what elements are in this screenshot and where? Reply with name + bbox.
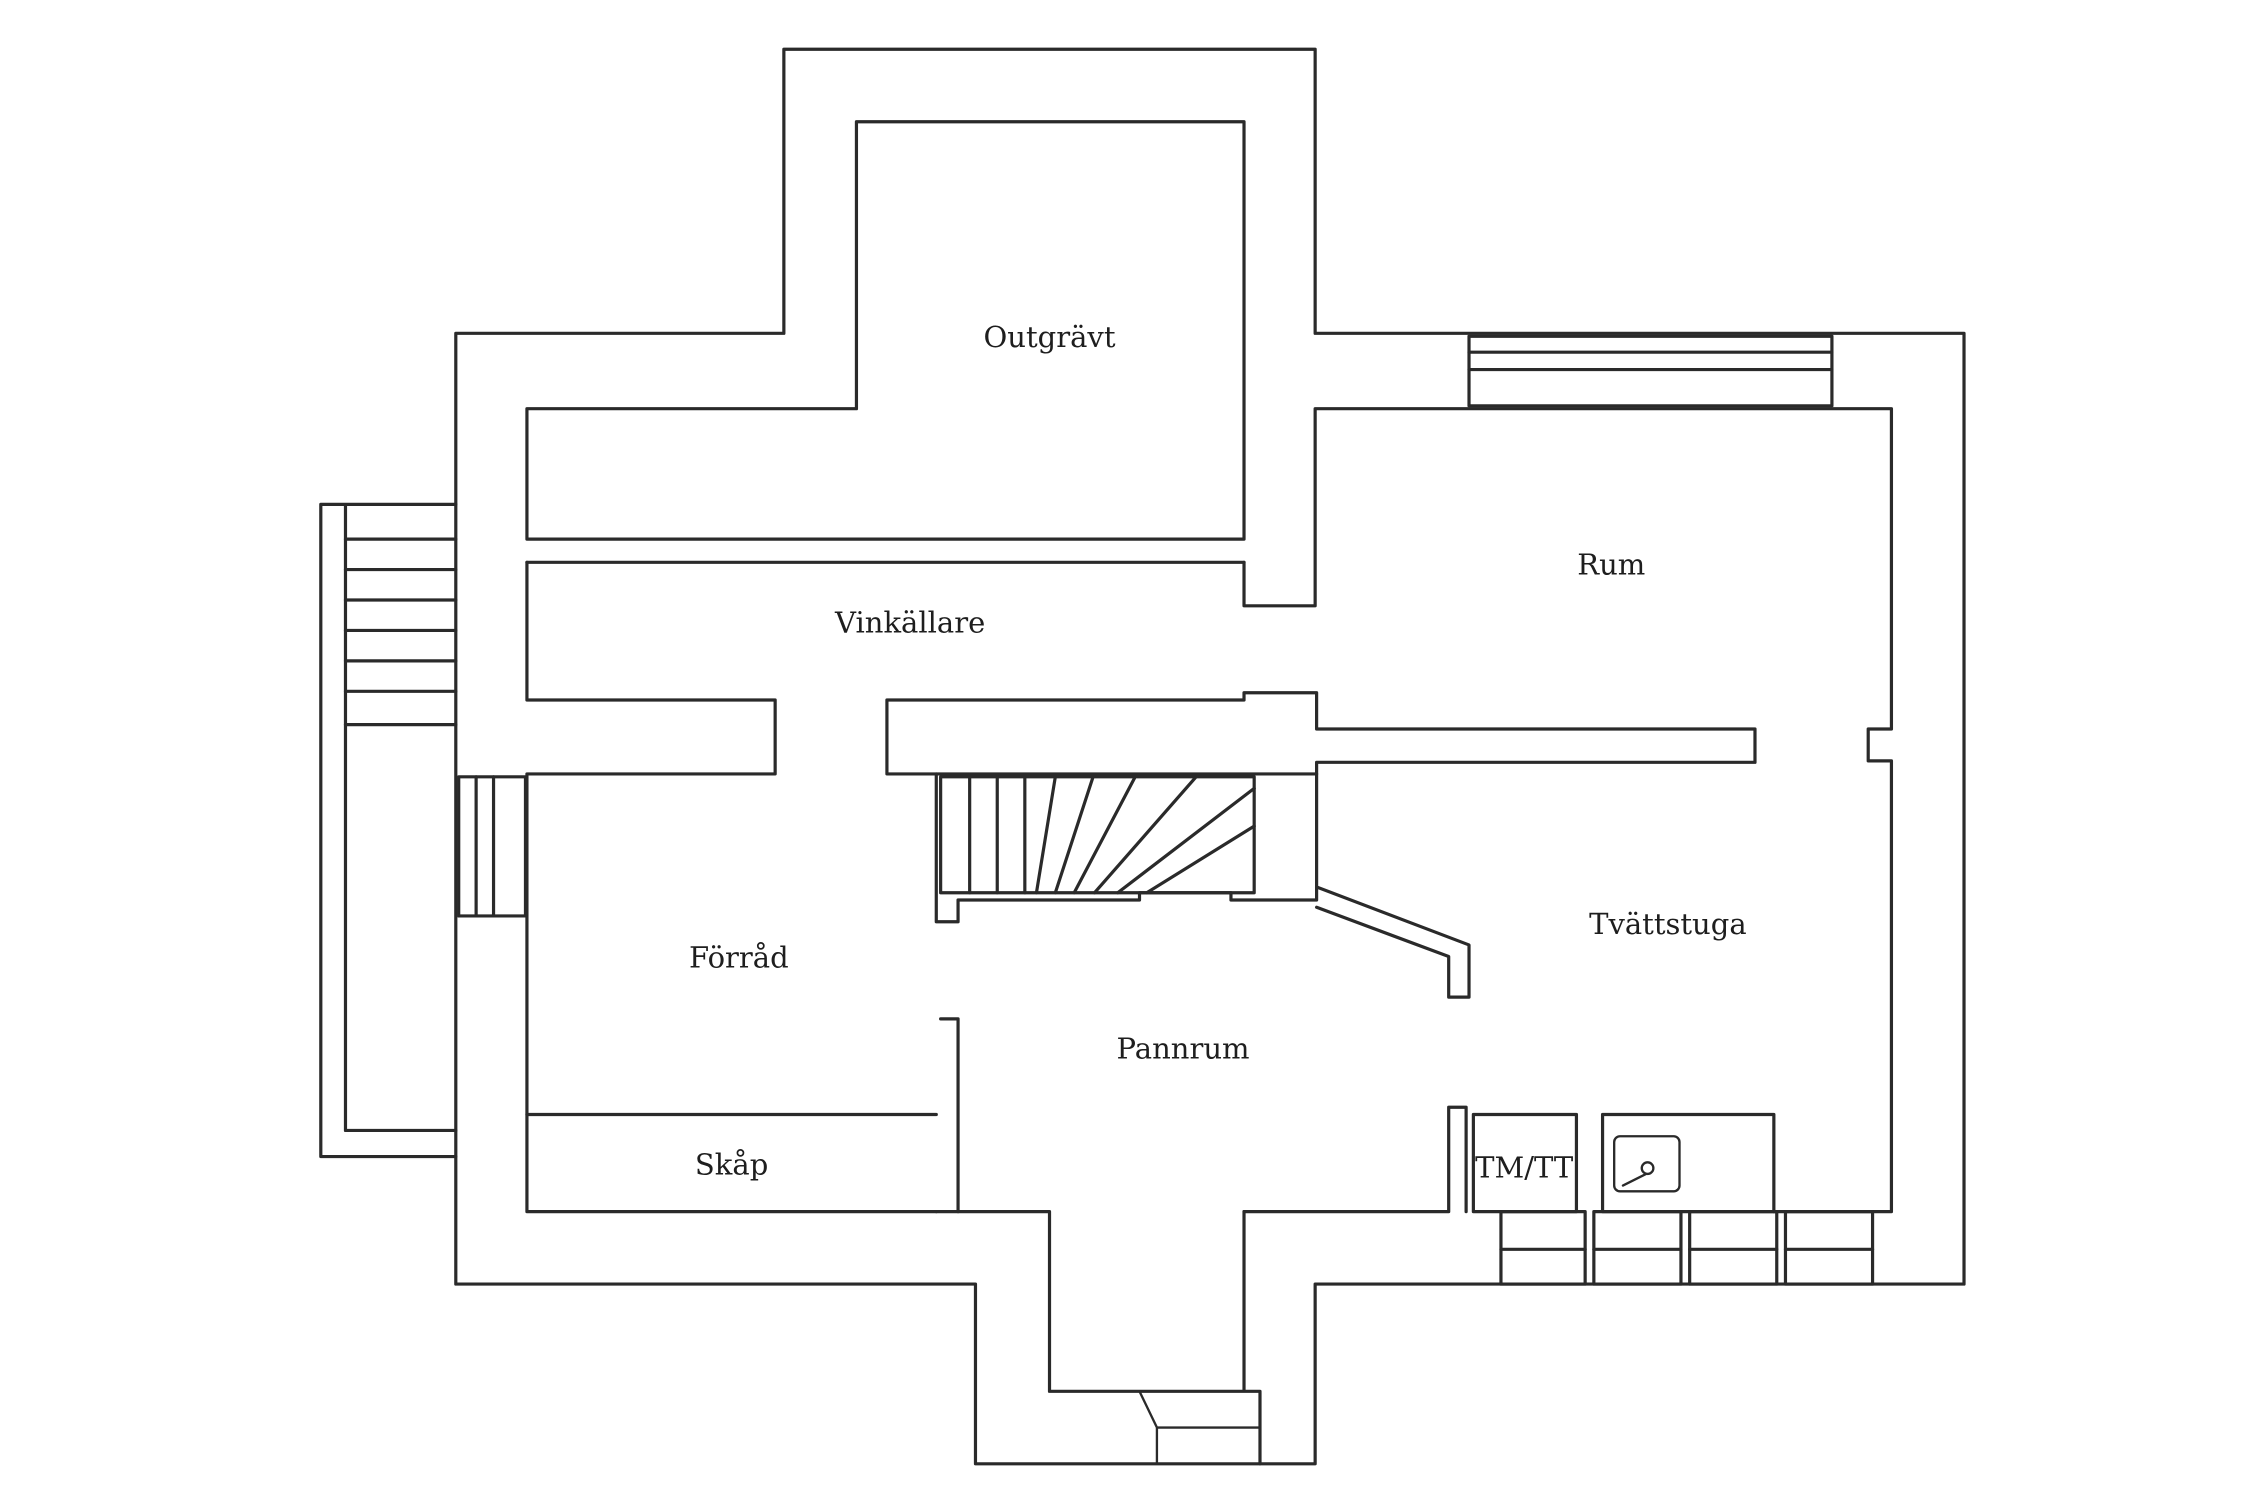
outgravt-inner-wall (525, 120, 1246, 541)
sink-basin (1613, 1135, 1681, 1193)
vinkallare-wall-right (885, 691, 1757, 776)
sink-drain (1640, 1161, 1655, 1176)
window-top (1467, 334, 1834, 408)
entrance-step (1138, 1390, 1262, 1465)
room-label-vinkallare: Vinkällare (834, 606, 985, 640)
tvattstuga-bottom-wall (1242, 1105, 1468, 1214)
room-label-tvattstuga: Tvättstuga (1589, 907, 1747, 941)
sink-faucet (1621, 1172, 1648, 1187)
staircase-wall (934, 772, 1319, 924)
room-label-rum: Rum (1577, 548, 1645, 582)
room-label-skap: Skåp (695, 1148, 768, 1182)
room-label-forrad: Förråd (689, 940, 789, 974)
room-label-tm-tt: TM/TT (1475, 1151, 1574, 1185)
window-left (457, 775, 528, 918)
room-label-outgravt: Outgrävt (984, 320, 1116, 354)
chimney-wall (1315, 885, 1471, 999)
pannrum-partition (934, 1017, 960, 1214)
sink-counter (1600, 1112, 1776, 1214)
pannrum-inner-wall (956, 1210, 1262, 1466)
room-label-pannrum: Pannrum (1117, 1032, 1250, 1066)
exterior-stairs-steps (343, 537, 458, 727)
rum-inner-wall (1242, 407, 1894, 1214)
vinkallare-wall-left (525, 560, 938, 1214)
window-row-bottom (1499, 1210, 1875, 1286)
outer-wall (454, 47, 1966, 1466)
exterior-stairs-wall (319, 502, 458, 1159)
staircase (939, 775, 1256, 895)
